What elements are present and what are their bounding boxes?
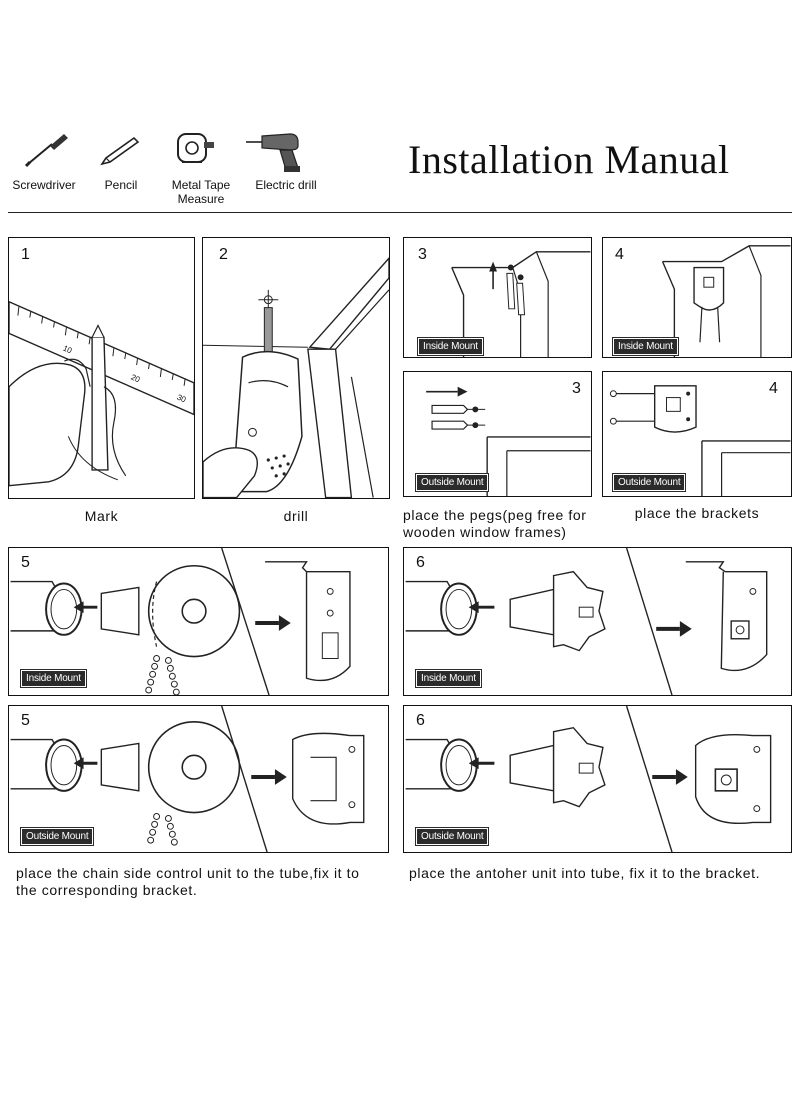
step-6-outside-panel: 6 Outside Mount [403, 705, 792, 853]
step-2-panel: 2 [202, 237, 390, 499]
brackets-caption: place the brackets [634, 505, 760, 521]
electric-drill-icon [246, 133, 300, 172]
step-6-inside-panel: 6 Inside Mount [403, 547, 792, 696]
step-4-outside-panel: 4 Outside Mount [602, 371, 792, 497]
step-number: 3 [418, 246, 427, 263]
tool-label-tape-measure: Metal Tape Measure [171, 178, 231, 206]
chain-side-caption: place the chain side control unit to the… [16, 865, 360, 898]
step-1-caption: Mark [84, 508, 119, 524]
mount-badge: Outside Mount [414, 827, 490, 846]
mount-badge: Inside Mount [415, 669, 482, 688]
brackets-inside-illustration [661, 245, 791, 357]
step-number: 2 [219, 246, 228, 263]
tool-label-screwdriver: Screwdriver [12, 178, 76, 192]
step-5-outside-panel: 5 Outside Mount [8, 705, 389, 853]
marking-illustration [9, 300, 194, 487]
step-number: 6 [416, 712, 425, 729]
other-unit-outside-illustration [405, 706, 772, 852]
pegs-caption: place the pegs(peg free for wooden windo… [403, 507, 587, 540]
step-number: 6 [416, 554, 425, 571]
step-number: 5 [21, 554, 30, 571]
drilling-illustration [203, 257, 389, 498]
tools-row: Screwdriver Pencil Metal Tape Measure El… [0, 120, 360, 210]
header-divider [8, 212, 792, 213]
mount-badge: Inside Mount [417, 337, 484, 356]
brackets-outside-illustration [609, 385, 791, 496]
step-3-inside-panel: 3 Inside Mount [403, 237, 592, 358]
step-3-outside-panel: 3 Outside Mount [403, 371, 592, 497]
chain-unit-outside-illustration [10, 706, 365, 852]
pegs-outside-illustration [426, 386, 591, 496]
step-number: 1 [21, 246, 30, 263]
step-2-caption: drill [283, 508, 309, 524]
tape-measure-icon [177, 133, 214, 163]
mount-badge: Outside Mount [19, 827, 95, 846]
step-number: 5 [21, 712, 30, 729]
pegs-inside-illustration [451, 251, 591, 357]
mount-badge: Outside Mount [611, 473, 687, 492]
other-unit-inside-illustration [405, 548, 768, 695]
screwdriver-icon [24, 134, 68, 168]
mount-badge: Inside Mount [612, 337, 679, 356]
tool-label-pencil: Pencil [104, 178, 138, 192]
chain-unit-inside-illustration [10, 548, 351, 695]
mount-badge: Outside Mount [414, 473, 490, 492]
step-5-inside-panel: 5 Inside Mount [8, 547, 389, 696]
other-unit-caption: place the antoher unit into tube, fix it… [409, 865, 761, 881]
step-1-panel: 1 10 20 30 [8, 237, 195, 499]
step-4-inside-panel: 4 Inside Mount [602, 237, 792, 358]
tool-label-electric-drill: Electric drill [255, 178, 317, 192]
page-title: Installation Manual [408, 137, 730, 182]
step-number: 4 [769, 380, 778, 397]
step-number: 3 [572, 380, 581, 397]
mount-badge: Inside Mount [20, 669, 87, 688]
step-number: 4 [615, 246, 624, 263]
pencil-icon [100, 136, 140, 166]
